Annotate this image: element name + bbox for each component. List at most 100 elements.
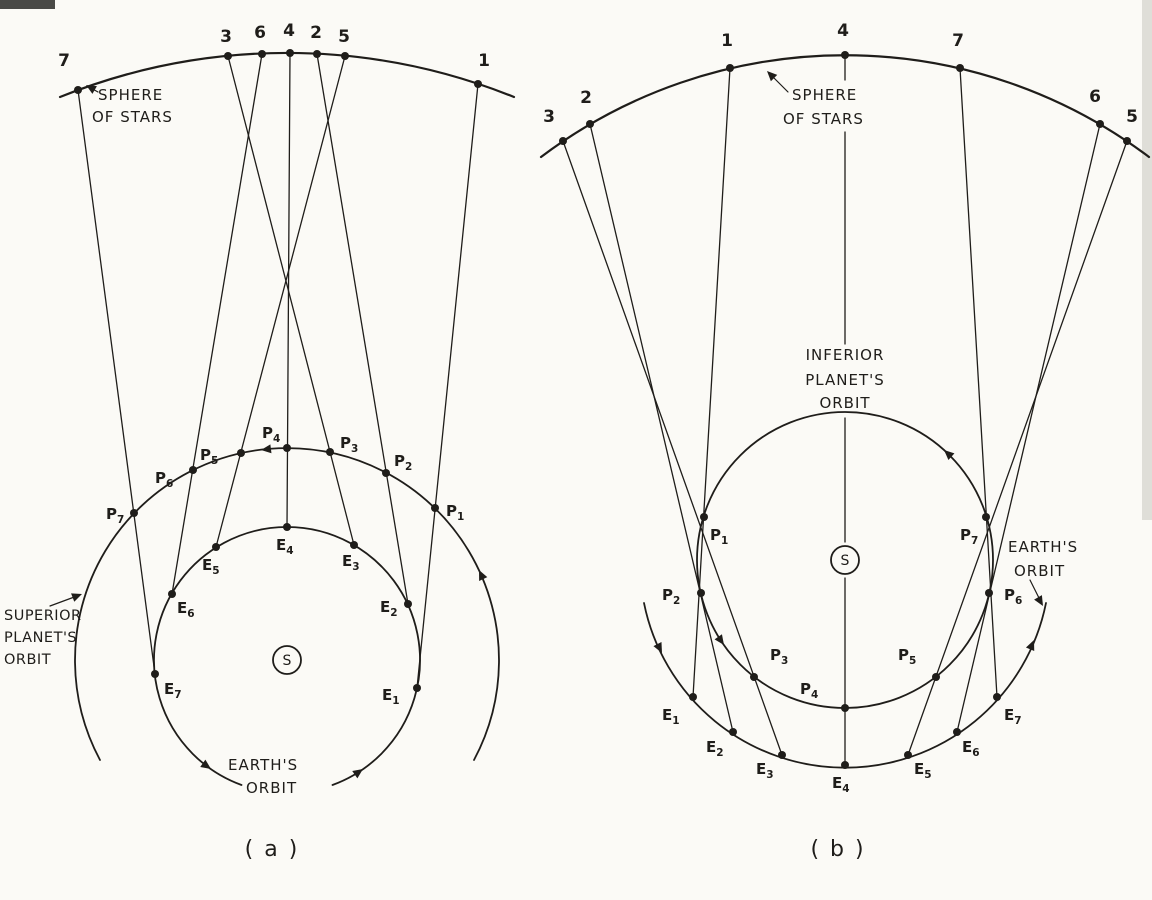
motion-arrow-icon (653, 642, 662, 653)
planet-point-label: P5 (200, 446, 218, 467)
earth-point (151, 670, 159, 678)
earth-point (841, 761, 849, 769)
planet-point (326, 448, 334, 456)
earth-point-label: E3 (342, 552, 360, 573)
sight-line-5 (215, 55, 346, 548)
earth-orbit-label: ORBIT (1014, 562, 1065, 580)
inferior-orbit-label: INFERIOR (806, 346, 885, 364)
earth-point (212, 543, 220, 551)
earth-point (689, 693, 697, 701)
star-number: 7 (952, 31, 964, 51)
star-number: 4 (837, 21, 849, 41)
star-number: 5 (1126, 107, 1138, 127)
star-number: 2 (310, 23, 322, 43)
earth-point-label: E2 (706, 738, 724, 759)
star-number: 2 (580, 88, 592, 108)
sight-line-3 (227, 55, 355, 546)
sight-line-2 (316, 53, 409, 605)
planet-point-label: P6 (1004, 586, 1022, 607)
earth-point-label: E4 (832, 774, 850, 795)
motion-arrow-icon (714, 634, 724, 645)
sight-line-4 (286, 52, 291, 528)
planet-point-label: P6 (155, 469, 173, 490)
planet-point (283, 444, 291, 452)
earth-point (283, 523, 291, 531)
star-point (586, 120, 594, 128)
sight-line-5 (907, 140, 1128, 756)
star-number: 6 (254, 23, 266, 43)
sun-label: S (283, 653, 292, 669)
inferior-orbit-label: ORBIT (819, 394, 870, 412)
motion-arrow-icon (352, 769, 363, 779)
star-number: 6 (1089, 87, 1101, 107)
planet-point-label: P4 (262, 424, 280, 445)
sight-line-3 (562, 140, 783, 756)
earth-point (993, 693, 1001, 701)
orbit-label-leader (49, 595, 78, 607)
motion-arrow-icon (1025, 640, 1035, 651)
earth-point (953, 728, 961, 736)
star-point (258, 50, 266, 58)
leader-arrow-icon (86, 85, 97, 94)
panel-a-caption: ( a ) (245, 837, 300, 862)
sphere-of-stars-label: OF STARS (783, 110, 864, 128)
star-point (313, 50, 321, 58)
planet-point-label: P1 (446, 502, 464, 523)
earth-point (350, 541, 358, 549)
earth-point-label: E5 (202, 556, 220, 577)
star-number: 1 (478, 51, 490, 71)
sight-line-6 (171, 53, 263, 595)
star-point (224, 52, 232, 60)
planet-point (382, 469, 390, 477)
star-point (74, 86, 82, 94)
motion-arrow-icon (479, 570, 488, 581)
star-point (286, 49, 294, 57)
star-number: 1 (721, 31, 733, 51)
star-point (341, 52, 349, 60)
planet-point (700, 513, 708, 521)
planet-point (841, 704, 849, 712)
sight-line-6 (956, 123, 1101, 733)
earth-point (413, 684, 421, 692)
planet-point-label: P3 (770, 646, 788, 667)
earth-point-label: E2 (380, 598, 398, 619)
star-point (726, 64, 734, 72)
star-point (1096, 120, 1104, 128)
star-point (841, 51, 849, 59)
star-number: 4 (283, 21, 295, 41)
star-number: 3 (543, 107, 555, 127)
star-point (1123, 137, 1131, 145)
sight-line-7 (77, 89, 156, 675)
star-number: 5 (338, 27, 350, 47)
earth-point-label: E3 (756, 760, 774, 781)
sun-label: S (841, 553, 850, 569)
panel-b: 3 2 1 4 7 6 5 P1 P2 P3 P4 P5 P6 P7 E1 E2… (539, 21, 1151, 862)
earth-point (904, 751, 912, 759)
earth-point (168, 590, 176, 598)
earth-point-label: E4 (276, 536, 294, 557)
sphere-of-stars-label: OF STARS (92, 108, 173, 126)
superior-orbit-label: PLANET'S (4, 630, 77, 646)
star-number: 3 (220, 27, 232, 47)
scan-artifact-top-edge (0, 0, 55, 9)
star-point (474, 80, 482, 88)
planet-point (932, 673, 940, 681)
earth-point-label: E1 (382, 686, 400, 707)
motion-arrow-icon (261, 444, 272, 454)
sight-line-1 (416, 83, 479, 689)
motion-arrow-icon (944, 450, 955, 461)
sight-line-2 (589, 123, 734, 733)
sight-line-1 (692, 67, 731, 698)
planet-point (697, 589, 705, 597)
planet-point (431, 504, 439, 512)
earth-orbit-label: EARTH'S (228, 756, 298, 774)
planet-point-label: P2 (662, 586, 680, 607)
earth-point-label: E7 (164, 680, 182, 701)
earth-point (778, 751, 786, 759)
superior-orbit-label: ORBIT (4, 652, 51, 668)
sight-line-7 (959, 67, 998, 698)
sun-circle (272, 645, 302, 675)
star-point (559, 137, 567, 145)
scan-artifact-right-edge (1142, 0, 1152, 520)
